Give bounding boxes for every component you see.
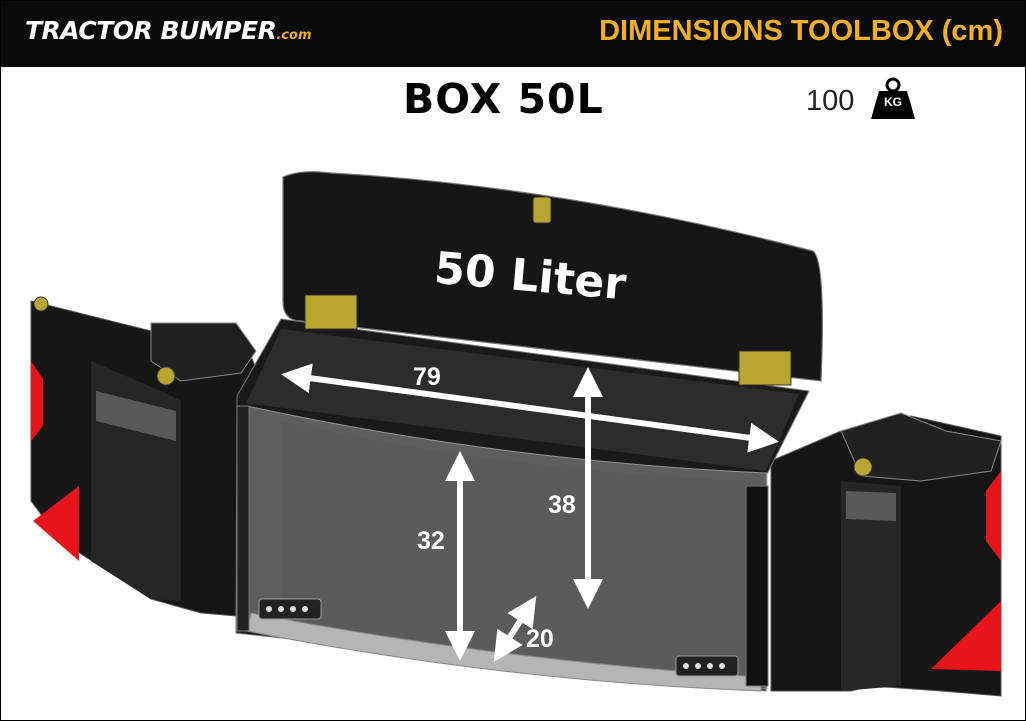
right-reflector — [931, 601, 1001, 671]
depth-arrow — [493, 595, 537, 663]
product-title: BOX 50L — [403, 75, 604, 123]
brand-logo: TRACTOR BUMPER.com — [25, 16, 312, 45]
toolbox-lid: 50 Liter — [282, 171, 823, 386]
left-reflector — [33, 486, 79, 561]
page-title: DIMENSIONS TOOLBOX (cm) — [599, 15, 1003, 47]
weight-icon — [871, 77, 915, 119]
brand-suffix: .com — [276, 28, 312, 43]
height-front-label: 32 — [417, 527, 445, 555]
dimension-arrows — [281, 363, 779, 663]
toolbox-body — [235, 318, 810, 692]
width-label: 79 — [413, 363, 441, 391]
right-hinge — [738, 350, 792, 386]
header-bar: TRACTOR BUMPER.com DIMENSIONS TOOLBOX (c… — [1, 1, 1025, 67]
height-back-label: 38 — [548, 491, 576, 519]
brand-name: TRACTOR BUMPER — [25, 16, 277, 45]
left-bumper — [30, 296, 262, 617]
right-bumper — [770, 412, 1002, 697]
width-arrow — [281, 363, 779, 453]
lid-lock — [532, 196, 552, 224]
weight-value: 100 — [806, 85, 855, 117]
weight-unit: KG — [884, 95, 902, 109]
depth-label: 20 — [526, 625, 554, 653]
left-hinge — [304, 294, 358, 330]
